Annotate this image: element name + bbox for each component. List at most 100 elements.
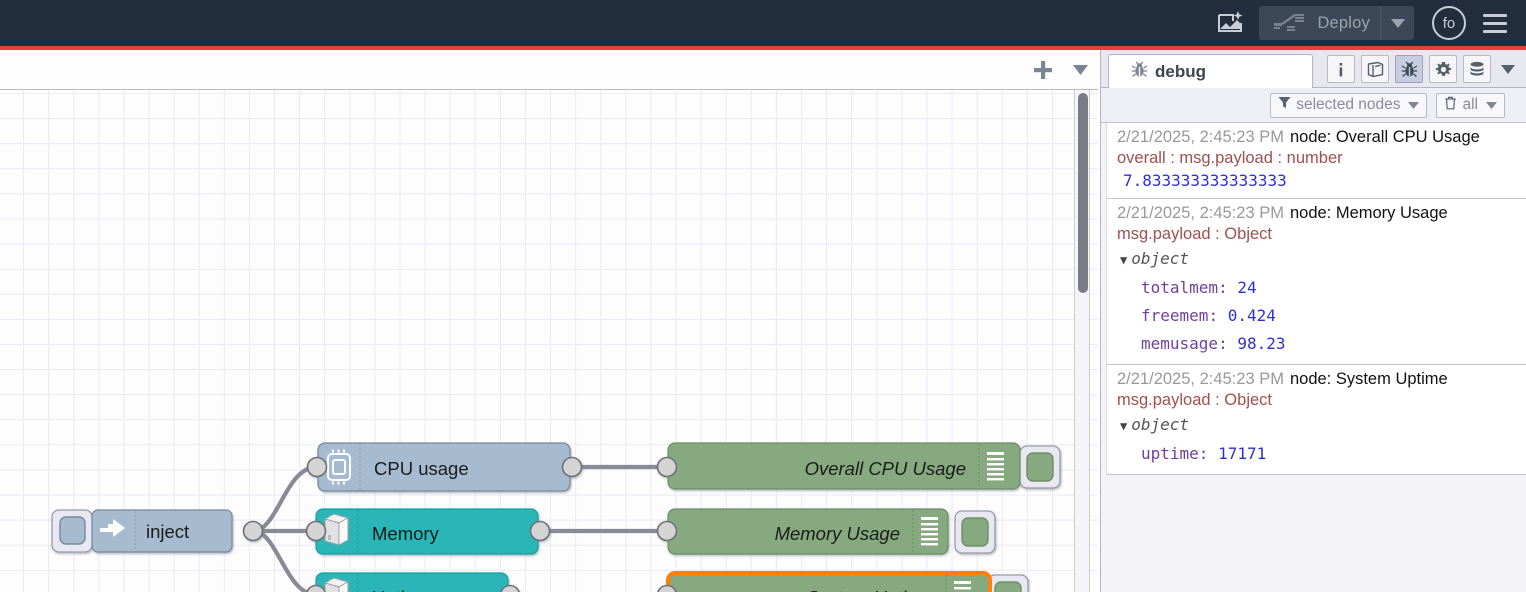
inject-output-port[interactable] xyxy=(242,520,264,542)
property-key: freemem xyxy=(1141,306,1209,325)
ai-flow-generate-icon[interactable] xyxy=(1207,4,1253,42)
debug-message[interactable]: 2/21/2025, 2:45:23 PM node: Overall CPU U… xyxy=(1106,123,1526,199)
property-key: memusage xyxy=(1141,334,1219,353)
object-expand-toggle[interactable]: ▼object xyxy=(1117,245,1526,274)
debug-source-node: node: Overall CPU Usage xyxy=(1289,128,1480,146)
node-debug-memory-usage[interactable]: Memory Usage xyxy=(656,508,996,555)
header-actions: Deploy fo xyxy=(1207,4,1526,42)
cpu-input-port[interactable] xyxy=(306,456,328,478)
flow-tab-menu-caret-icon[interactable] xyxy=(1062,51,1098,89)
node-memory[interactable]: Memory xyxy=(305,508,551,555)
node-label: System Uptime xyxy=(807,587,932,592)
object-property: memusage: 98.23 xyxy=(1117,330,1526,358)
node-uptime[interactable]: Uptime xyxy=(306,572,520,592)
wire-inject-cpu[interactable] xyxy=(250,464,320,534)
filter-selected-nodes-button[interactable]: selected nodes xyxy=(1270,92,1428,118)
hamburger-menu-icon[interactable] xyxy=(1478,6,1512,40)
tab-debug-label: debug xyxy=(1155,62,1206,81)
debug-lines-icon xyxy=(921,517,938,546)
deploy-button[interactable]: Deploy xyxy=(1259,6,1414,40)
object-expand-toggle[interactable]: ▼object xyxy=(1117,411,1526,440)
uptime-input-port[interactable] xyxy=(306,584,326,592)
server-box-icon xyxy=(323,577,350,592)
debug-lines-icon xyxy=(954,581,971,590)
deploy-icon xyxy=(1259,12,1311,34)
node-cpu-usage[interactable]: CPU usage xyxy=(306,442,583,492)
property-value: 98.23 xyxy=(1237,334,1286,353)
debug-enable-button[interactable] xyxy=(961,517,989,547)
sidebar-more-caret-icon[interactable] xyxy=(1497,55,1519,83)
object-label: object xyxy=(1131,249,1190,268)
object-label: object xyxy=(1131,415,1190,434)
flow-workspace: inject CPU usage xyxy=(0,50,1098,592)
flow-canvas[interactable]: inject CPU usage xyxy=(0,90,1098,592)
debug2-input-port[interactable] xyxy=(656,520,678,542)
config-gear-icon[interactable] xyxy=(1429,55,1457,83)
debug-timestamp: 2/21/2025, 2:45:23 PM xyxy=(1117,370,1284,388)
node-label: Uptime xyxy=(372,587,431,592)
wire-inject-uptime[interactable] xyxy=(250,528,317,592)
help-book-icon[interactable] xyxy=(1361,55,1389,83)
trash-icon xyxy=(1444,96,1457,115)
object-property: uptime: 17171 xyxy=(1117,440,1526,468)
info-icon[interactable] xyxy=(1327,55,1355,83)
chevron-down-icon xyxy=(1408,96,1420,114)
canvas-scrollbar-thumb[interactable] xyxy=(1078,93,1088,293)
node-label: CPU usage xyxy=(374,458,469,479)
debug-timestamp: 2/21/2025, 2:45:23 PM xyxy=(1117,204,1284,222)
debug-message-header: 2/21/2025, 2:45:23 PM node: Overall CPU U… xyxy=(1117,127,1526,148)
debug-filter-toolbar: selected nodes all xyxy=(1101,88,1526,123)
memory-input-port[interactable] xyxy=(305,520,327,542)
uptime-output-port[interactable] xyxy=(500,584,520,592)
node-label: Overall CPU Usage xyxy=(805,458,966,479)
debug-timestamp: 2/21/2025, 2:45:23 PM xyxy=(1117,128,1284,146)
object-property: totalmem: 24 xyxy=(1117,274,1526,302)
caret-down-icon: ▼ xyxy=(1120,253,1128,267)
debug-topic: overall : msg.payload : number xyxy=(1117,149,1343,167)
debug-message-header: 2/21/2025, 2:45:23 PM node: System Uptime xyxy=(1117,369,1526,390)
debug-source-node: node: System Uptime xyxy=(1289,370,1448,388)
memory-output-port[interactable] xyxy=(529,520,551,542)
canvas-vertical-scrollbar[interactable] xyxy=(1074,90,1090,592)
add-flow-tab-button[interactable] xyxy=(1024,51,1062,89)
property-value: 17171 xyxy=(1218,444,1267,463)
caret-down-icon: ▼ xyxy=(1120,419,1128,433)
server-box-icon xyxy=(323,513,350,546)
sidebar-tab-row: debug xyxy=(1101,50,1526,89)
debug-message-list[interactable]: 2/21/2025, 2:45:23 PM node: Overall CPU U… xyxy=(1106,123,1526,592)
deploy-needed-bar xyxy=(0,46,1526,50)
property-key: uptime xyxy=(1141,444,1199,463)
flow-graph: inject CPU usage xyxy=(51,442,1061,592)
node-debug-system-uptime[interactable]: System Uptime xyxy=(657,571,1029,592)
filter-label: selected nodes xyxy=(1296,96,1401,113)
selection-outline xyxy=(666,571,992,592)
node-label: Memory xyxy=(372,523,440,544)
debug-enable-button[interactable] xyxy=(1026,452,1054,482)
node-inject[interactable]: inject xyxy=(51,509,264,553)
context-data-icon[interactable] xyxy=(1463,55,1491,83)
debug-value: 7.833333333333333 xyxy=(1123,171,1287,190)
node-label: inject xyxy=(146,521,189,542)
debug-lines-icon xyxy=(987,452,1004,481)
sidebar-icon-strip xyxy=(1327,54,1519,84)
object-property: freemem: 0.424 xyxy=(1117,302,1526,330)
cpu-chip-icon xyxy=(327,449,351,485)
clear-messages-button[interactable]: all xyxy=(1436,92,1505,118)
app-header: Deploy fo xyxy=(0,0,1526,46)
cpu-output-port[interactable] xyxy=(561,456,583,478)
inject-trigger-button[interactable] xyxy=(59,516,86,545)
debug-bug-icon[interactable] xyxy=(1395,55,1423,83)
node-debug-overall-cpu-usage[interactable]: Overall CPU Usage xyxy=(656,442,1061,490)
node-label: Memory Usage xyxy=(775,523,900,544)
tab-debug[interactable]: debug xyxy=(1108,54,1313,89)
deploy-options-caret-icon[interactable] xyxy=(1380,6,1414,40)
bug-icon xyxy=(1131,61,1148,83)
debug1-input-port[interactable] xyxy=(656,456,678,478)
debug-enable-button[interactable] xyxy=(994,581,1022,592)
debug3-input-port[interactable] xyxy=(657,584,677,592)
user-avatar[interactable]: fo xyxy=(1432,6,1466,40)
debug-message[interactable]: 2/21/2025, 2:45:23 PM node: System Uptime… xyxy=(1106,365,1526,475)
funnel-icon xyxy=(1278,96,1291,114)
